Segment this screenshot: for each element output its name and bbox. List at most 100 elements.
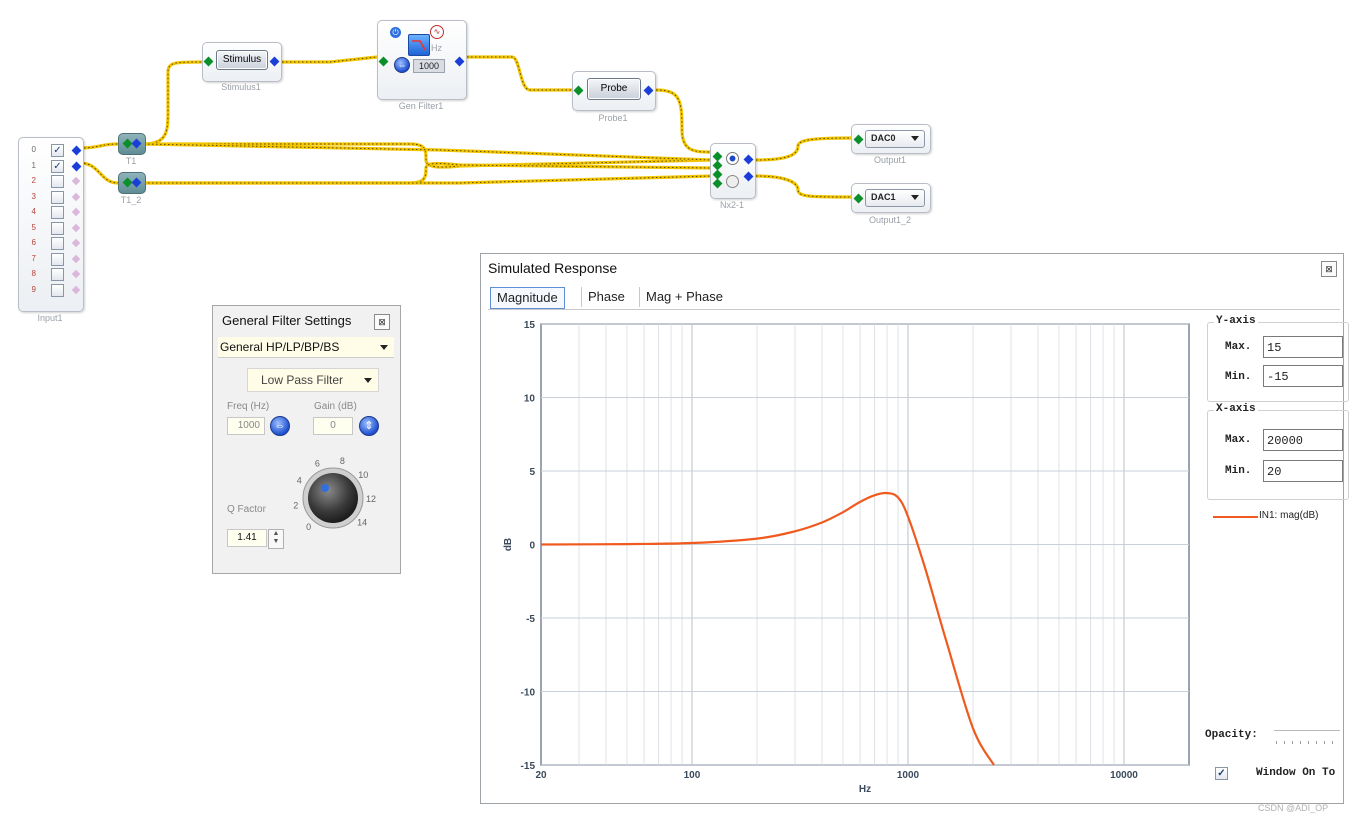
x-tick-label: 10000	[1110, 770, 1138, 781]
input-channel-pin[interactable]	[71, 285, 81, 294]
output2-block-label: Output1_2	[868, 215, 912, 225]
stimulus-block[interactable]: Stimulus	[202, 42, 282, 82]
wire	[755, 174, 852, 199]
input-channel-checkbox[interactable]	[51, 268, 64, 281]
freq-input[interactable]: 1000	[227, 417, 265, 435]
chevron-down-icon	[911, 136, 919, 141]
input-channel-pin[interactable]	[71, 145, 82, 156]
gain-adjust-icon[interactable]: ⇕	[359, 416, 379, 436]
window-on-top-label: Window On To	[1256, 767, 1336, 779]
y-min-input[interactable]: -15	[1263, 365, 1343, 387]
input-channel-checkbox[interactable]: ✓	[51, 159, 64, 173]
y-tick-label: 10	[524, 394, 536, 405]
wire	[144, 174, 713, 185]
knob-scale-label: 12	[366, 494, 376, 504]
stimulus-block-label: Stimulus1	[221, 82, 261, 92]
tab-phase[interactable]: Phase	[581, 287, 631, 307]
x-max-input[interactable]: 20000	[1263, 429, 1343, 451]
q-factor-spinner[interactable]: ▲▼	[268, 529, 284, 549]
input-channel-pin[interactable]	[71, 269, 81, 279]
freq-adjust-icon[interactable]: ⇔	[394, 57, 410, 73]
opacity-slider[interactable]	[1274, 730, 1340, 745]
output1-block[interactable]: DAC0	[851, 124, 931, 154]
filter-response-icon[interactable]	[408, 34, 430, 56]
y-axis-group-title: Y-axis	[1214, 315, 1258, 327]
knob-scale-label: 0	[306, 522, 311, 532]
close-icon[interactable]: ⊠	[374, 314, 390, 330]
input-channel-checkbox[interactable]	[51, 190, 64, 204]
input-channel-checkbox[interactable]: ✓	[51, 144, 64, 157]
connection-wires	[79, 55, 852, 199]
gen-filter-block[interactable]: ⏻ ∿ Hz ⇔ 1000	[377, 20, 467, 100]
output2-block[interactable]: DAC1	[851, 183, 931, 213]
input-channel-checkbox[interactable]	[51, 252, 64, 266]
mux-select-radio-2[interactable]	[726, 175, 739, 188]
input-channel-pin[interactable]	[71, 192, 81, 201]
filter-type-select[interactable]: Low Pass Filter	[247, 368, 379, 392]
wire	[282, 55, 378, 64]
input-channel-checkbox[interactable]	[51, 206, 64, 219]
y-tick-label: 15	[524, 320, 536, 331]
input-channel-pin[interactable]	[71, 176, 81, 186]
input-channel-checkbox[interactable]	[51, 237, 64, 250]
mux-select-radio-1[interactable]	[726, 152, 739, 165]
output2-select[interactable]: DAC1	[865, 189, 925, 207]
tab-bar: Magnitude Phase Mag + Phase	[488, 287, 1340, 310]
probe-block[interactable]: Probe	[572, 71, 656, 111]
knob-scale-label: 10	[358, 470, 368, 480]
input-channel-pin[interactable]	[71, 254, 81, 263]
probe-button[interactable]: Probe	[587, 78, 641, 100]
mux-block-label: Nx2-1	[719, 200, 744, 210]
chevron-down-icon	[364, 378, 372, 383]
y-axis-label: dB	[503, 538, 514, 551]
freq-label: Freq (Hz)	[227, 401, 270, 412]
chevron-down-icon	[380, 345, 388, 350]
mux-block[interactable]	[710, 143, 756, 199]
wire-dots	[143, 143, 713, 161]
y-tick-label: -10	[521, 688, 536, 699]
wire	[79, 161, 119, 185]
filter-mode-select[interactable]: General HP/LP/BP/BS	[218, 337, 394, 358]
x-axis-group-title: X-axis	[1214, 403, 1258, 415]
chevron-down-icon	[911, 195, 919, 200]
input-channel-pin[interactable]	[71, 223, 81, 232]
input-channel-number: 4	[31, 207, 36, 216]
wire-dots	[79, 162, 119, 184]
close-icon[interactable]: ⊠	[1321, 261, 1337, 277]
tab-magnitude[interactable]: Magnitude	[490, 287, 565, 309]
x-min-label: Min.	[1225, 465, 1252, 477]
input-channel-checkbox[interactable]	[51, 175, 64, 188]
watermark: CSDN @ADI_OP	[1258, 803, 1329, 813]
wire	[143, 142, 713, 162]
tee-node-2[interactable]	[118, 172, 146, 194]
tab-mag-phase[interactable]: Mag + Phase	[639, 287, 729, 307]
wire	[144, 161, 713, 185]
gain-input[interactable]: 0	[313, 417, 353, 435]
tee-node-1[interactable]	[118, 133, 146, 155]
y-max-input[interactable]: 15	[1263, 336, 1343, 358]
input-channel-checkbox[interactable]	[51, 221, 64, 235]
x-min-input[interactable]: 20	[1263, 460, 1343, 482]
waveform-icon[interactable]: ∿	[430, 25, 444, 39]
stimulus-button[interactable]: Stimulus	[216, 50, 268, 70]
q-factor-input[interactable]: 1.41	[227, 529, 267, 547]
knob-scale-label: 4	[297, 476, 302, 486]
input-channel-pin[interactable]	[71, 161, 82, 171]
input-channel-checkbox[interactable]	[51, 283, 64, 297]
y-max-label: Max.	[1225, 341, 1252, 353]
power-icon[interactable]: ⏻	[390, 27, 401, 38]
knob-scale-label: 2	[293, 501, 298, 511]
wire	[143, 60, 203, 146]
freq-adjust-icon[interactable]: ⇔	[270, 416, 290, 436]
input-channel-pin[interactable]	[71, 238, 81, 248]
window-on-top-checkbox[interactable]: ✓	[1215, 767, 1228, 780]
input-channel-pin[interactable]	[71, 207, 81, 217]
output1-select[interactable]: DAC0	[865, 130, 925, 148]
wire-dots	[143, 61, 203, 145]
wire-dots	[79, 143, 119, 149]
